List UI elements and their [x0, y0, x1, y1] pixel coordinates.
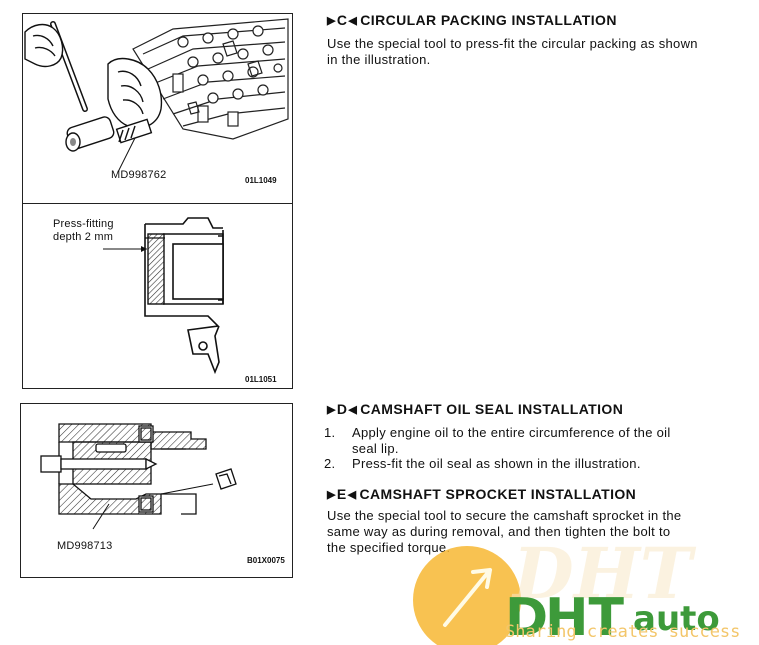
section-e-heading: ▶ E ◀ CAMSHAFT SPROCKET INSTALLATION	[327, 486, 636, 502]
marker-right-triangle: ◀	[347, 488, 357, 501]
oil-seal-illustration	[40, 423, 237, 530]
section-c-body-line2: in the illustration.	[327, 52, 431, 67]
section-e-title: CAMSHAFT SPROCKET INSTALLATION	[359, 486, 637, 502]
watermark-tagline: Sharing creates success	[505, 622, 741, 642]
press-fit-label-line2: depth 2 mm	[53, 231, 114, 243]
tool-label-md998713: MD998713	[57, 540, 113, 552]
section-e-body-line2: same way as during removal, and then tig…	[327, 524, 671, 539]
section-d-heading: ▶ D ◀ CAMSHAFT OIL SEAL INSTALLATION	[327, 401, 623, 417]
marker-right-triangle: ◀	[348, 14, 358, 27]
watermark-brand-auto: auto	[633, 599, 720, 639]
press-fit-depth-illustration	[103, 217, 224, 375]
marker-left-triangle: ▶	[327, 403, 336, 416]
dht-auto-watermark-logo: DHT D HT auto	[413, 540, 720, 645]
step-number: 2.	[324, 456, 336, 471]
step-text-line1: Apply engine oil to the entire circumfer…	[352, 425, 671, 440]
figure-code-b01x0075: B01X0075	[247, 556, 285, 565]
step-number: 1.	[324, 425, 336, 440]
svg-text:DHT: DHT	[511, 540, 697, 615]
circular-packing-illustration	[24, 18, 289, 173]
section-letter: D	[336, 401, 348, 417]
section-d-title: CAMSHAFT OIL SEAL INSTALLATION	[360, 401, 624, 417]
marker-left-triangle: ▶	[327, 488, 336, 501]
tool-label-md998762: MD998762	[111, 169, 167, 181]
figure-code-01l1049: 01L1049	[245, 176, 277, 185]
illustration-panel-bottom: MD998713 B01X0075	[20, 403, 293, 578]
press-fit-label-line1: Press-fitting	[53, 218, 114, 230]
section-c-body-line1: Use the special tool to press-fit the ci…	[327, 36, 698, 51]
section-c-heading: ▶ C ◀ CIRCULAR PACKING INSTALLATION	[327, 12, 617, 28]
watermark-brand-ht: HT	[545, 588, 625, 645]
step-text-line2: seal lip.	[352, 441, 399, 456]
figure-code-01l1051: 01L1051	[245, 375, 277, 384]
section-e-body-line3: the specified torque.	[327, 540, 451, 555]
section-d-step-2: 2. Press-fit the oil seal as shown in th…	[324, 456, 744, 472]
section-c-title: CIRCULAR PACKING INSTALLATION	[360, 12, 617, 28]
marker-right-triangle: ◀	[348, 403, 358, 416]
marker-left-triangle: ▶	[327, 14, 336, 27]
section-letter: C	[336, 12, 348, 28]
step-text-line1: Press-fit the oil seal as shown in the i…	[352, 456, 641, 471]
section-e-body-line1: Use the special tool to secure the camsh…	[327, 508, 682, 523]
watermark-brand-d: D	[505, 588, 548, 645]
illustration-panel-top: MD998762 01L1049 Press-fitting depth 2 m…	[22, 13, 293, 389]
section-letter: E	[336, 486, 347, 502]
panel-divider	[23, 203, 292, 204]
section-d-step-1: 1. Apply engine oil to the entire circum…	[324, 425, 744, 457]
